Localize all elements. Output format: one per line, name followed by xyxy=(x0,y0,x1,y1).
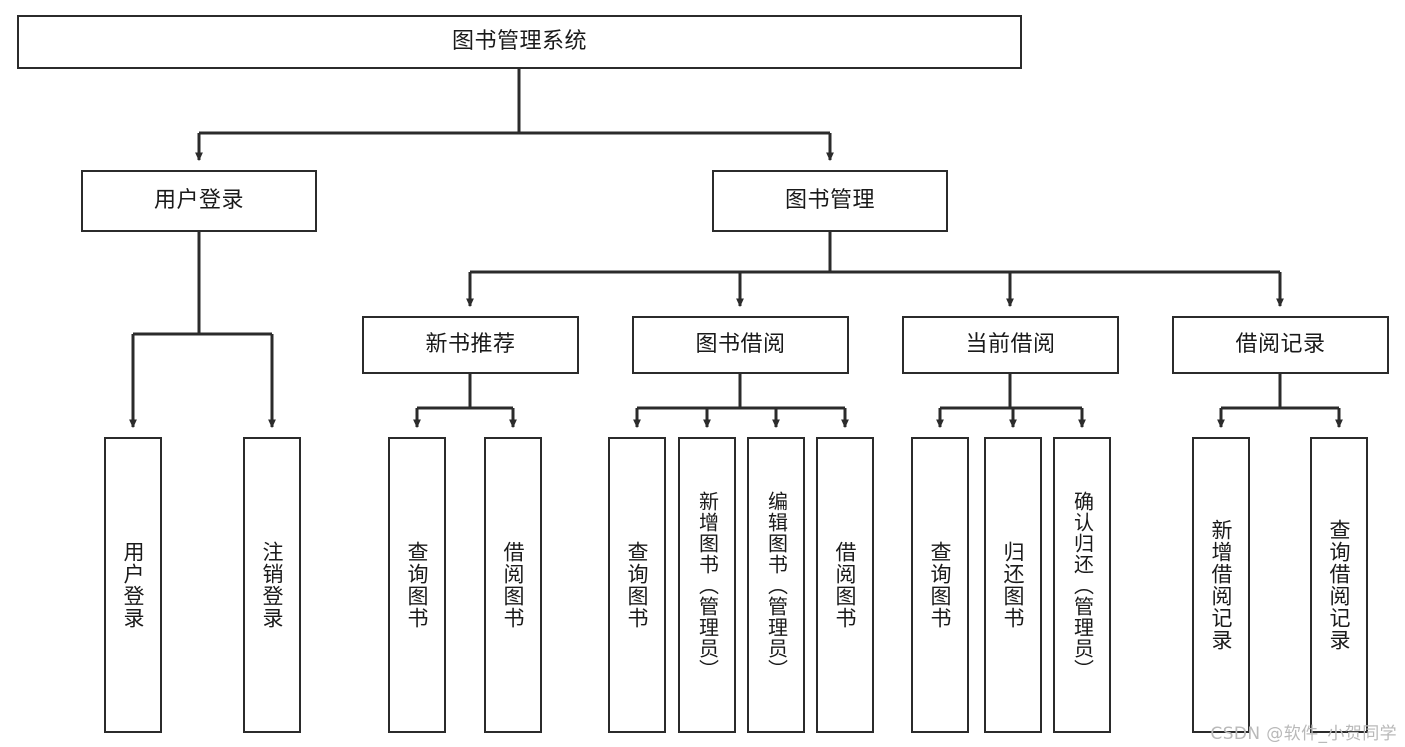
leaf-user-logout[interactable]: 注销登录 xyxy=(243,437,301,733)
leaf-borrow-book[interactable]: 借阅图书 xyxy=(816,437,874,733)
node-label: 当前借阅 xyxy=(965,331,1056,357)
node-label: 图书借阅 xyxy=(695,331,786,357)
node-label: 确认归还（管理员） xyxy=(1070,490,1095,680)
leaf-query-book[interactable]: 查询图书 xyxy=(608,437,666,733)
node-new-book-recommendation[interactable]: 新书推荐 xyxy=(362,316,579,374)
node-borrow-records[interactable]: 借阅记录 xyxy=(1172,316,1389,374)
node-label: 查询图书 xyxy=(405,541,430,629)
node-label: 新书推荐 xyxy=(425,331,516,357)
leaf-query-borrow-record[interactable]: 查询借阅记录 xyxy=(1310,437,1368,733)
leaf-query-book-recommendation[interactable]: 查询图书 xyxy=(388,437,446,733)
node-label: 借阅记录 xyxy=(1235,331,1326,357)
node-current-borrow[interactable]: 当前借阅 xyxy=(902,316,1119,374)
node-label: 图书管理 xyxy=(784,187,875,213)
node-label: 图书管理系统 xyxy=(451,28,587,54)
node-label: 编辑图书（管理员） xyxy=(764,490,789,680)
node-root-system[interactable]: 图书管理系统 xyxy=(17,15,1022,69)
node-label: 查询图书 xyxy=(625,541,650,629)
leaf-confirm-return-admin[interactable]: 确认归还（管理员） xyxy=(1053,437,1111,733)
leaf-query-book-current[interactable]: 查询图书 xyxy=(911,437,969,733)
leaf-add-book-admin[interactable]: 新增图书（管理员） xyxy=(678,437,736,733)
leaf-add-borrow-record[interactable]: 新增借阅记录 xyxy=(1192,437,1250,733)
node-label: 借阅图书 xyxy=(833,541,858,629)
node-user-login[interactable]: 用户登录 xyxy=(81,170,317,232)
node-label: 用户登录 xyxy=(121,541,146,629)
leaf-borrow-book-recommendation[interactable]: 借阅图书 xyxy=(484,437,542,733)
node-book-manage[interactable]: 图书管理 xyxy=(712,170,948,232)
leaf-edit-book-admin[interactable]: 编辑图书（管理员） xyxy=(747,437,805,733)
csdn-watermark: CSDN @软件_小贺同学 xyxy=(1210,724,1397,744)
node-label: 新增图书（管理员） xyxy=(695,490,720,680)
leaf-return-book[interactable]: 归还图书 xyxy=(984,437,1042,733)
node-label: 查询图书 xyxy=(928,541,953,629)
leaf-user-login[interactable]: 用户登录 xyxy=(104,437,162,733)
node-label: 注销登录 xyxy=(260,541,285,629)
node-label: 新增借阅记录 xyxy=(1209,519,1234,651)
node-label: 借阅图书 xyxy=(501,541,526,629)
node-label: 归还图书 xyxy=(1001,541,1026,629)
node-label: 用户登录 xyxy=(153,187,244,213)
node-label: 查询借阅记录 xyxy=(1327,519,1352,651)
node-book-borrow[interactable]: 图书借阅 xyxy=(632,316,849,374)
